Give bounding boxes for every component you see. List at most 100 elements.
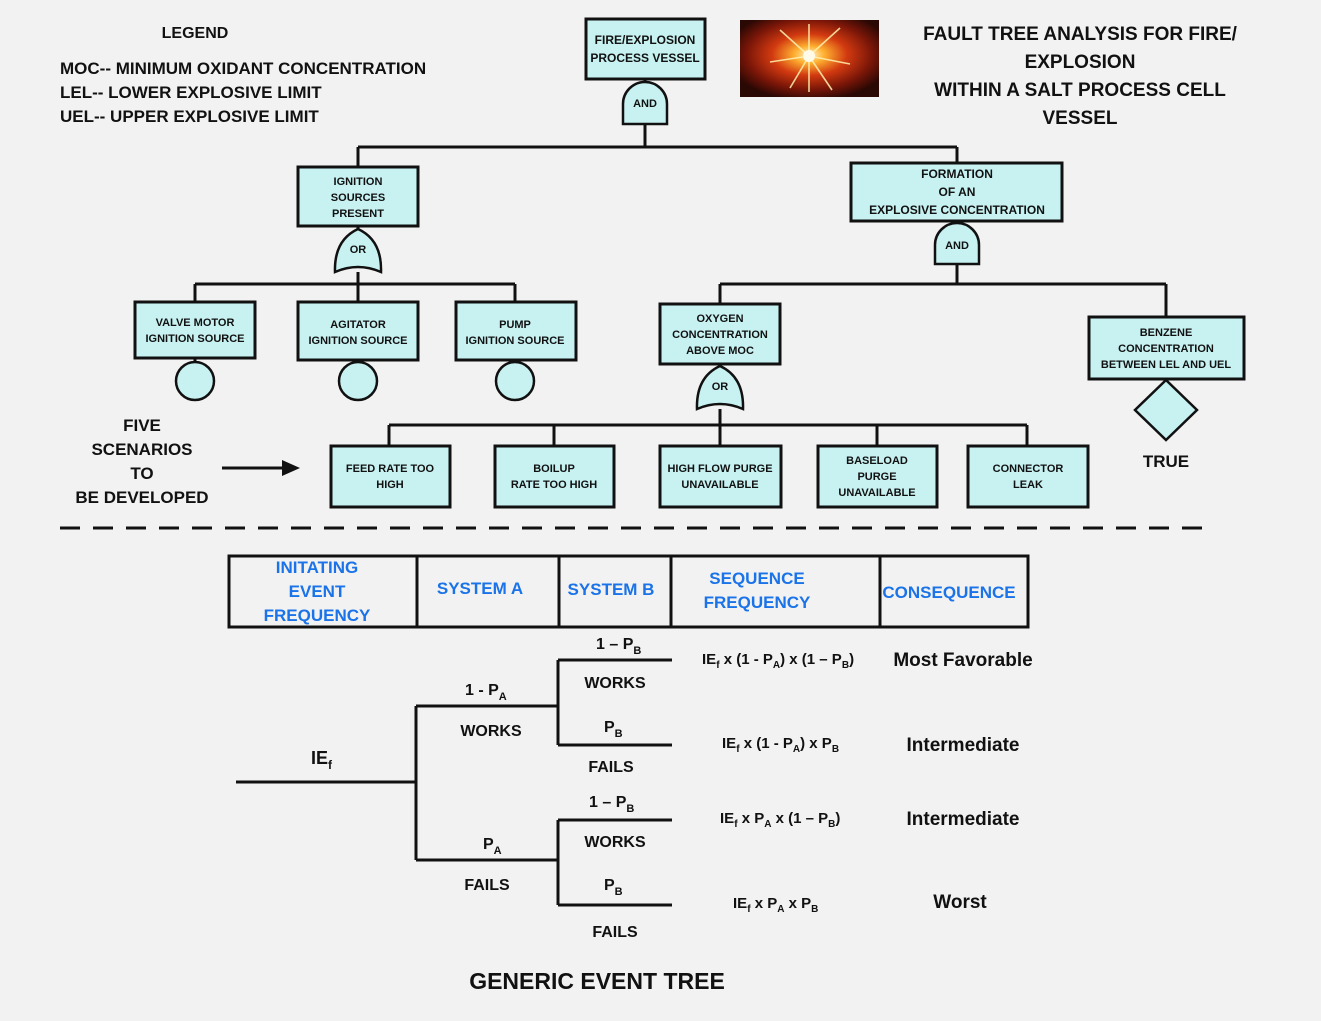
oxygen-line-2: CONCENTRATION: [672, 329, 768, 341]
valve-motor-line-2: IGNITION SOURCE: [145, 333, 244, 345]
five-scenarios-line-4: BE DEVELOPED: [75, 488, 208, 507]
ie-label: IEf: [311, 748, 333, 772]
sys-a-works: WORKS: [460, 723, 522, 740]
valve-motor-box: VALVE MOTOR IGNITION SOURCE: [133, 300, 257, 402]
top-event-box: FIRE/EXPLOSION PROCESS VESSEL: [584, 17, 707, 81]
baseload-purge-box: BASELOAD PURGE UNAVAILABLE: [816, 444, 939, 509]
sys-b-fails-prob-upper: PB: [604, 719, 623, 740]
sys-b-works-prob-lower: 1 – PB: [589, 794, 634, 815]
header-system-a: SYSTEM A: [437, 579, 523, 598]
top-event-line-2: PROCESS VESSEL: [590, 51, 699, 65]
agitator-line-2: IGNITION SOURCE: [308, 335, 407, 347]
ignition-line-3: PRESENT: [332, 208, 384, 220]
ignition-line-1: IGNITION: [334, 176, 383, 188]
header-consequence: CONSEQUENCE: [882, 583, 1015, 602]
true-label: TRUE: [1143, 452, 1189, 471]
valve-motor-line-1: VALVE MOTOR: [156, 317, 235, 329]
ignition-or-label: OR: [350, 244, 367, 256]
title-line-3: WITHIN A SALT PROCESS CELL: [934, 80, 1226, 101]
baseload-line-2: PURGE: [857, 471, 896, 483]
feed-rate-box: FEED RATE TOO HIGH: [329, 444, 452, 509]
sys-b-fails-lower: FAILS: [592, 924, 638, 941]
sequence-frequency-1: IEf x (1 - PA) x (1 – PB): [702, 651, 854, 671]
formation-line-3: EXPLOSIVE CONCENTRATION: [869, 203, 1045, 217]
explosion-image: [740, 20, 879, 97]
header-initiating-line-1: INITATING: [276, 558, 358, 577]
five-scenarios-line-1: FIVE: [123, 416, 161, 435]
boilup-line-2: RATE TOO HIGH: [511, 479, 597, 491]
connector-leak-box: CONNECTOR LEAK: [966, 444, 1090, 509]
consequence-intermediate-2: Intermediate: [907, 809, 1020, 830]
top-and-gate-label: AND: [633, 98, 657, 110]
basic-event-circle: [174, 360, 216, 402]
title-line-2: EXPLOSION: [1025, 52, 1136, 73]
event-tree-header: INITATING EVENT FREQUENCY SYSTEM A SYSTE…: [227, 554, 1030, 629]
sequence-frequency-4: IEf x PA x PB: [733, 895, 818, 915]
undeveloped-diamond-icon: [1133, 378, 1199, 442]
benzene-line-1: BENZENE: [1140, 327, 1193, 339]
connector-line-1: CONNECTOR: [993, 463, 1064, 475]
formation-and-label: AND: [945, 240, 969, 252]
legend-title: LEGEND: [162, 25, 229, 42]
sys-b-fails-prob-lower: PB: [604, 877, 623, 898]
legend-item-uel: UEL-- UPPER EXPLOSIVE LIMIT: [60, 107, 319, 126]
top-event-line-1: FIRE/EXPLOSION: [595, 33, 696, 47]
agitator-line-1: AGITATOR: [330, 319, 386, 331]
top-and-gate: AND: [621, 79, 669, 126]
sys-a-works-prob: 1 - PA: [465, 682, 507, 703]
agitator-box: AGITATOR IGNITION SOURCE: [296, 300, 420, 402]
benzene-line-3: BETWEEN LEL AND UEL: [1101, 359, 1231, 371]
header-sequence-line-1: SEQUENCE: [709, 569, 804, 588]
high-flow-line-1: HIGH FLOW PURGE: [667, 463, 772, 475]
event-tree-branches: [236, 658, 672, 907]
high-flow-line-2: UNAVAILABLE: [681, 479, 758, 491]
sys-b-works-upper: WORKS: [584, 675, 646, 692]
sys-a-fails-prob: PA: [483, 836, 502, 857]
header-initiating-line-2: EVENT: [289, 582, 346, 601]
pump-line-2: IGNITION SOURCE: [465, 335, 564, 347]
header-sequence-line-2: FREQUENCY: [704, 593, 811, 612]
baseload-line-3: UNAVAILABLE: [838, 487, 915, 499]
sys-b-works-prob-upper: 1 – PB: [596, 636, 641, 657]
consequence-most-favorable: Most Favorable: [893, 650, 1032, 671]
baseload-line-1: BASELOAD: [846, 455, 908, 467]
consequence-worst: Worst: [933, 892, 987, 913]
oxygen-line-3: ABOVE MOC: [686, 345, 754, 357]
sys-b-works-lower: WORKS: [584, 834, 646, 851]
sys-a-fails: FAILS: [464, 877, 510, 894]
formation-line-1: FORMATION: [921, 167, 993, 181]
boilup-line-1: BOILUP: [533, 463, 575, 475]
benzene-box: BENZENE CONCENTRATION BETWEEN LEL AND UE…: [1087, 315, 1246, 381]
ignition-line-2: SOURCES: [331, 192, 385, 204]
oxygen-or-label: OR: [712, 381, 729, 393]
formation-line-2: OF AN: [939, 185, 976, 199]
pump-line-1: PUMP: [499, 319, 531, 331]
connector-line-2: LEAK: [1013, 479, 1043, 491]
oxygen-or-gate: OR: [695, 364, 745, 411]
legend-item-lel: LEL-- LOWER EXPLOSIVE LIMIT: [60, 83, 322, 102]
ignition-sources-box: IGNITION SOURCES PRESENT: [296, 165, 420, 228]
title-line-1: FAULT TREE ANALYSIS FOR FIRE/: [923, 24, 1238, 45]
consequence-intermediate-1: Intermediate: [907, 735, 1020, 756]
ignition-or-gate: OR: [333, 226, 383, 274]
header-initiating-line-3: FREQUENCY: [264, 606, 371, 625]
high-flow-purge-box: HIGH FLOW PURGE UNAVAILABLE: [658, 444, 783, 509]
boilup-box: BOILUP RATE TOO HIGH: [493, 444, 616, 509]
feed-rate-line-2: HIGH: [376, 479, 404, 491]
basic-event-circle: [337, 360, 379, 402]
legend-item-moc: MOC-- MINIMUM OXIDANT CONCENTRATION: [60, 59, 426, 78]
sequence-frequency-2: IEf x (1 - PA) x PB: [722, 735, 839, 755]
basic-event-circle: [494, 360, 536, 402]
title-line-4: VESSEL: [1043, 108, 1118, 129]
oxygen-box: OXYGEN CONCENTRATION ABOVE MOC: [658, 302, 782, 366]
event-tree-caption: GENERIC EVENT TREE: [469, 968, 725, 994]
benzene-line-2: CONCENTRATION: [1118, 343, 1214, 355]
five-scenarios-line-3: TO: [130, 464, 153, 483]
oxygen-line-1: OXYGEN: [696, 313, 743, 325]
pump-box: PUMP IGNITION SOURCE: [454, 300, 578, 402]
arrow-right-icon: [222, 460, 300, 476]
feed-rate-line-1: FEED RATE TOO: [346, 463, 435, 475]
formation-and-gate: AND: [933, 221, 981, 266]
formation-box: FORMATION OF AN EXPLOSIVE CONCENTRATION: [849, 161, 1064, 223]
